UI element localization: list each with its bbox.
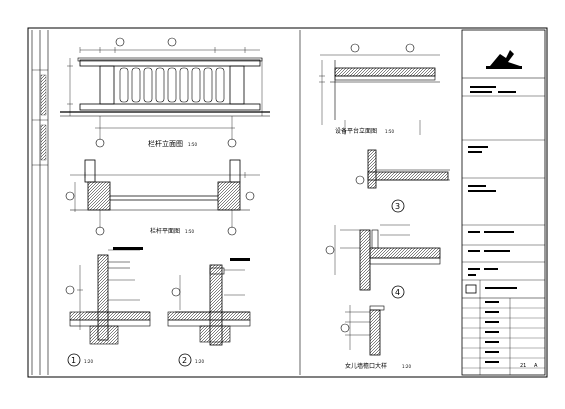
parapet-title: 女儿墙檐口大样 <box>345 362 387 370</box>
detail-3 <box>355 149 450 189</box>
plan-title: 栏杆平面图 <box>150 227 180 235</box>
elevation-scale: 1:50 <box>188 142 197 147</box>
company-logo <box>490 50 520 66</box>
detail-3-marker <box>391 199 405 213</box>
detail-2-marker <box>178 353 192 367</box>
parapet-detail <box>340 305 385 356</box>
detail-2-scale: 1:20 <box>195 359 204 364</box>
platform-elevation <box>319 43 440 135</box>
detail-1-marker <box>67 353 81 367</box>
elevation-title: 栏杆立面图 <box>148 139 183 148</box>
detail-4-marker <box>391 285 405 299</box>
binding-strip <box>31 30 49 375</box>
railing-plan <box>65 159 260 236</box>
detail-1 <box>65 247 151 345</box>
sheet-number: 21 <box>520 363 526 369</box>
detail-4 <box>325 224 441 291</box>
plan-scale: 1:50 <box>185 229 194 234</box>
revision: A <box>534 363 538 369</box>
title-block <box>461 29 546 376</box>
detail-3-number: 3 <box>395 202 400 211</box>
parapet-scale: 1:20 <box>402 364 411 369</box>
detail-4-number: 4 <box>395 288 400 297</box>
detail-1-number: 1 <box>71 356 76 365</box>
sheet-border <box>27 27 548 378</box>
railing-elevation <box>60 37 270 148</box>
detail-2-number: 2 <box>182 356 187 365</box>
detail-2 <box>167 258 251 346</box>
platform-scale: 1:50 <box>385 129 394 134</box>
detail-1-scale: 1:20 <box>84 359 93 364</box>
platform-title: 设备平台立面图 <box>335 127 377 135</box>
